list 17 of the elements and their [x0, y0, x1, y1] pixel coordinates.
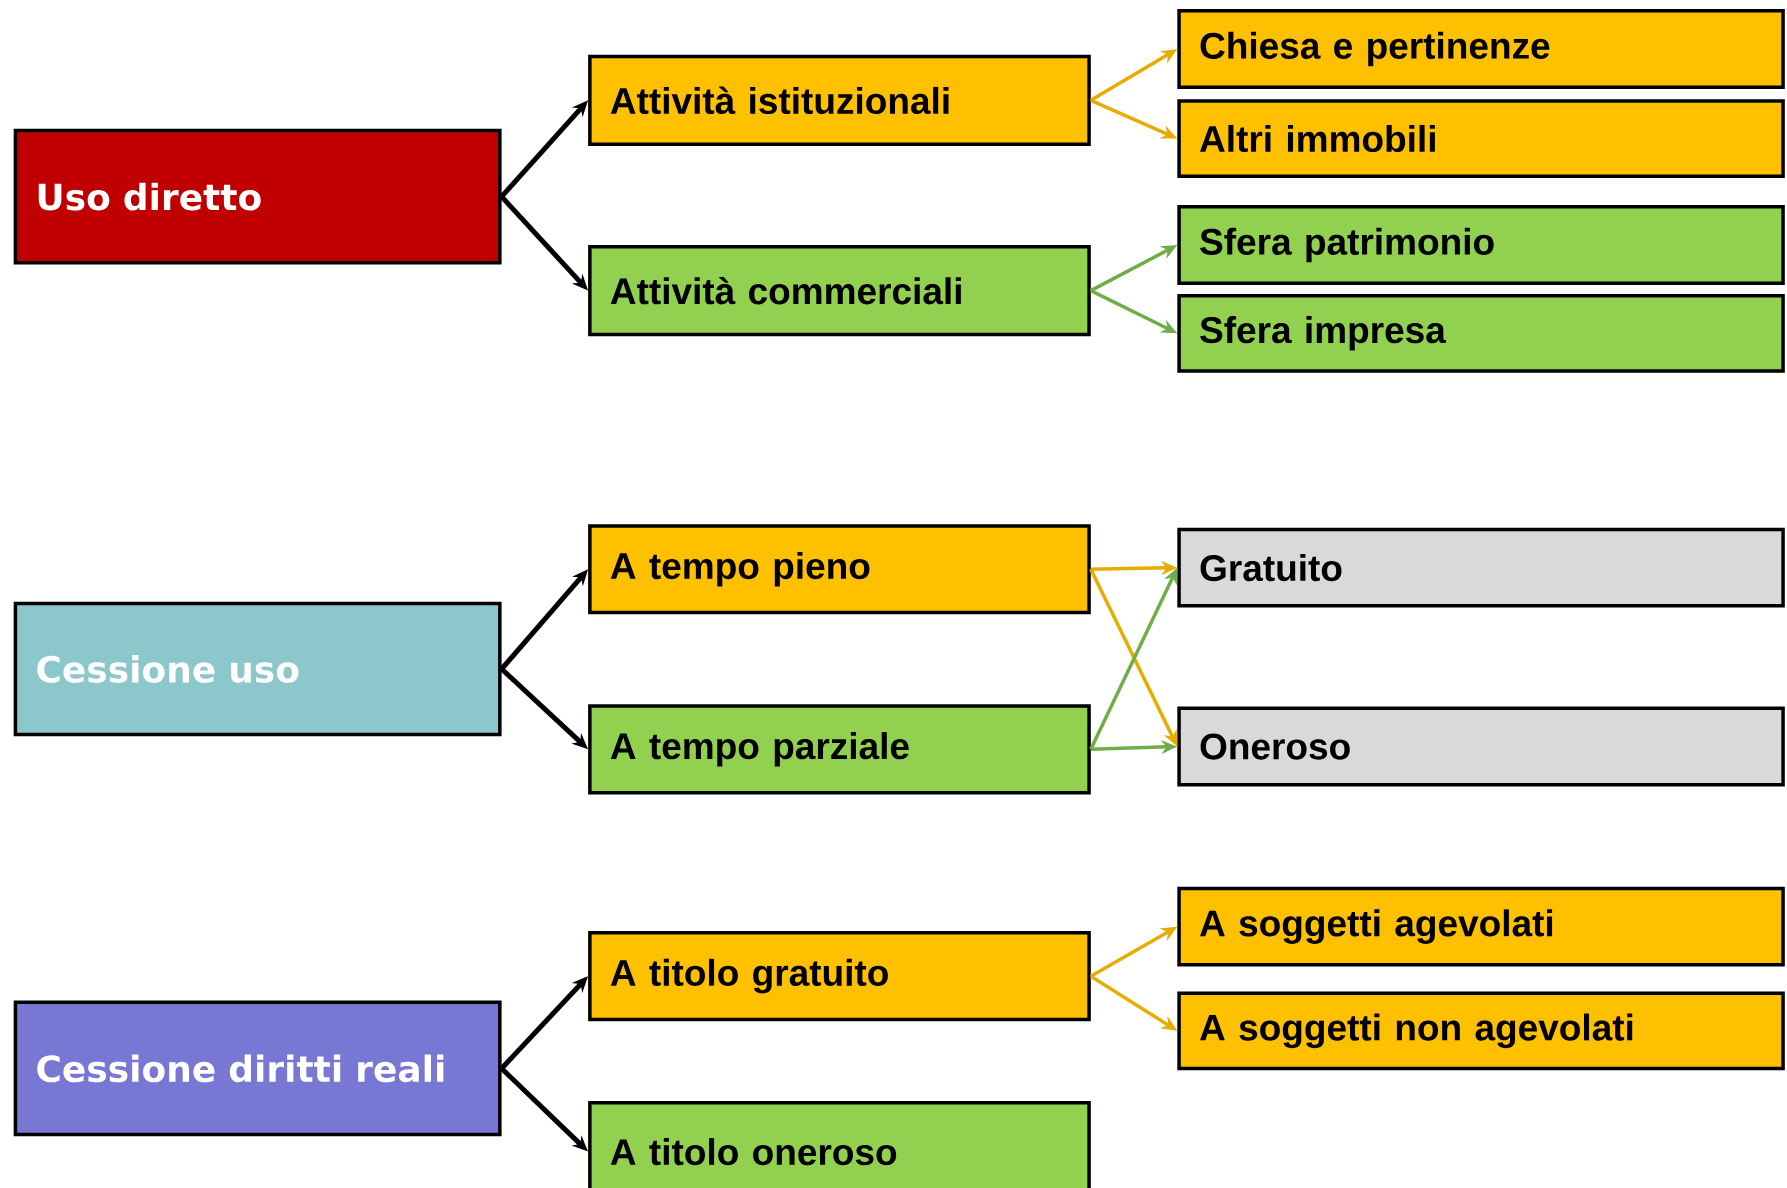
option-box: A titolo oneroso	[588, 1100, 1091, 1188]
option-box: A tempo pieno	[588, 524, 1091, 615]
category-box: Cessione diritti reali	[13, 1000, 502, 1137]
option-box: Attività istituzionali	[588, 54, 1091, 146]
option-box: A titolo gratuito	[588, 931, 1091, 1022]
option-box: Gratuito	[1177, 527, 1785, 608]
option-box: Altri immobili	[1177, 99, 1785, 178]
category-box: Uso diretto	[13, 128, 502, 265]
option-box: Oneroso	[1177, 706, 1785, 787]
option-box: Sfera impresa	[1177, 294, 1785, 373]
option-box: Attività commerciali	[588, 245, 1091, 337]
category-box: Cessione uso	[13, 601, 502, 737]
option-box: A soggetti agevolati	[1177, 886, 1785, 967]
option-box: Sfera patrimonio	[1177, 205, 1785, 285]
option-box: A tempo parziale	[588, 704, 1091, 795]
option-box: A soggetti non agevolati	[1177, 991, 1785, 1071]
option-box: Chiesa e pertinenze	[1177, 9, 1785, 89]
